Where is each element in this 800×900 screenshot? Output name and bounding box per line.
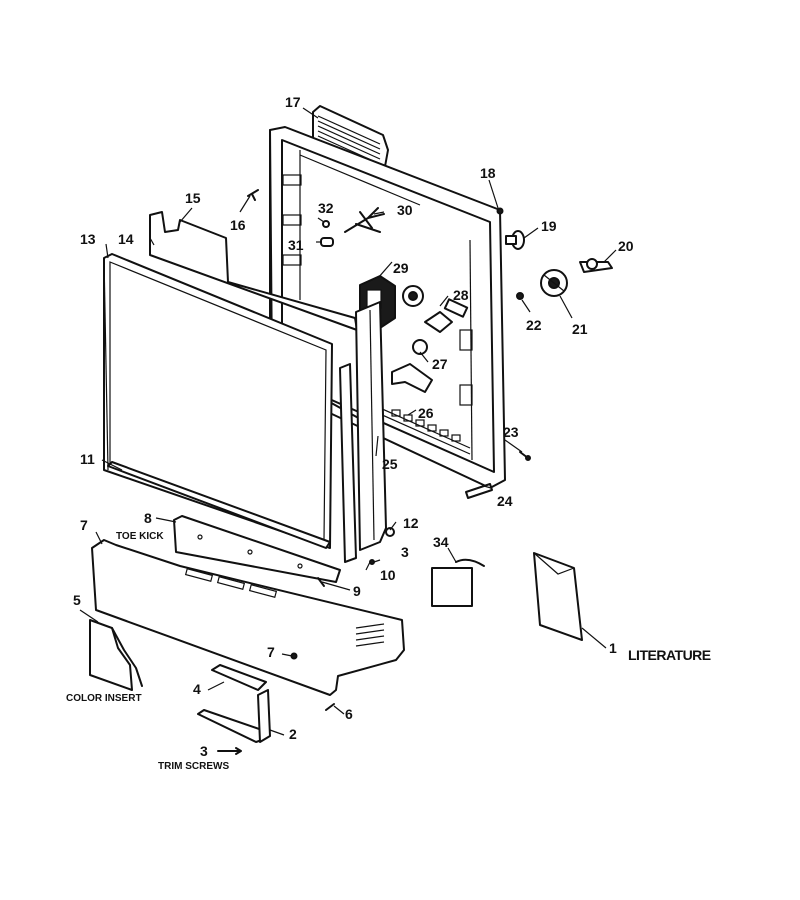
color-insert-label: COLOR INSERT	[66, 693, 142, 704]
callout-5: 5	[73, 592, 81, 608]
part-13-washer	[385, 527, 395, 537]
callout-11: 10	[380, 567, 396, 583]
callout-9: 8	[144, 510, 152, 526]
part-29-switch	[402, 285, 469, 333]
callout-23: 22	[526, 317, 542, 333]
leader-lines	[79, 107, 617, 736]
trim-screws-label: TRIM SCREWS	[158, 761, 229, 772]
callout-24: 23	[503, 424, 519, 440]
callouts: 17 18 19 20 21 22 23 24 15 16 32 30 31 2…	[73, 94, 634, 759]
part-21-shaft	[579, 258, 613, 273]
toe-kick-label: TOE KICK	[116, 531, 164, 542]
callout-3b: 3	[200, 743, 208, 759]
callout-25: 24	[497, 493, 513, 509]
part-side-rail	[339, 301, 387, 563]
callout-18: 17	[285, 94, 301, 110]
part-20-knob	[505, 230, 525, 250]
callout-16: 15	[185, 190, 201, 206]
callout-14: 13	[80, 231, 96, 247]
callout-7: 7	[267, 644, 275, 660]
callout-26: 25	[382, 456, 398, 472]
callout-31: 30	[397, 202, 413, 218]
part-4-trim	[211, 664, 267, 691]
part-9-toe-kick	[173, 515, 341, 583]
callout-19: 18	[480, 165, 496, 181]
callout-3a: 3	[401, 544, 409, 560]
part-34-bracket	[431, 558, 485, 607]
callout-27: 26	[418, 405, 434, 421]
part-22-dial	[540, 269, 568, 297]
callout-1: 1	[609, 640, 617, 656]
callout-21: 20	[618, 238, 634, 254]
callout-8: 7	[80, 517, 88, 533]
part-3-trim-screw	[217, 747, 242, 755]
part-12-trim-strip	[107, 461, 331, 549]
callout-17: 16	[230, 217, 246, 233]
callout-34: 34	[433, 534, 449, 550]
callout-29: 28	[453, 287, 469, 303]
callout-22: 21	[572, 321, 588, 337]
callout-13: 12	[403, 515, 419, 531]
part-8-lower-panel	[91, 539, 405, 696]
callout-28: 27	[432, 356, 448, 372]
callout-2: 2	[289, 726, 297, 742]
callout-15: 14	[118, 231, 134, 247]
captions: TOE KICK COLOR INSERT TRIM SCREWS LITERA…	[66, 531, 711, 772]
callout-6: 6	[345, 706, 353, 722]
part-2-trim-bracket	[197, 689, 271, 743]
callout-30: 29	[393, 260, 409, 276]
part-10-screw	[317, 577, 325, 587]
part-19-screw	[496, 207, 504, 215]
part-5-color-insert	[89, 619, 143, 691]
callout-10: 9	[353, 583, 361, 599]
callout-32: 31	[288, 237, 304, 253]
part-28-lever	[391, 339, 433, 393]
part-16-panel	[149, 211, 358, 331]
part-24-screw	[519, 451, 531, 461]
callout-12: 11	[80, 451, 95, 467]
literature-label: LITERATURE	[628, 647, 711, 663]
part-32-33-fasteners	[320, 220, 334, 247]
callout-33: 32	[318, 200, 334, 216]
part-11-screw	[369, 559, 375, 565]
part-23-screw	[516, 292, 524, 300]
part-31-latch	[344, 207, 385, 233]
part-6-screw	[325, 703, 335, 711]
part-1-literature	[533, 552, 583, 641]
callout-20: 19	[541, 218, 557, 234]
callout-4: 4	[193, 681, 201, 697]
part-17-screw	[247, 189, 259, 201]
part-25-strip	[465, 483, 493, 499]
part-7-screw	[290, 652, 298, 660]
